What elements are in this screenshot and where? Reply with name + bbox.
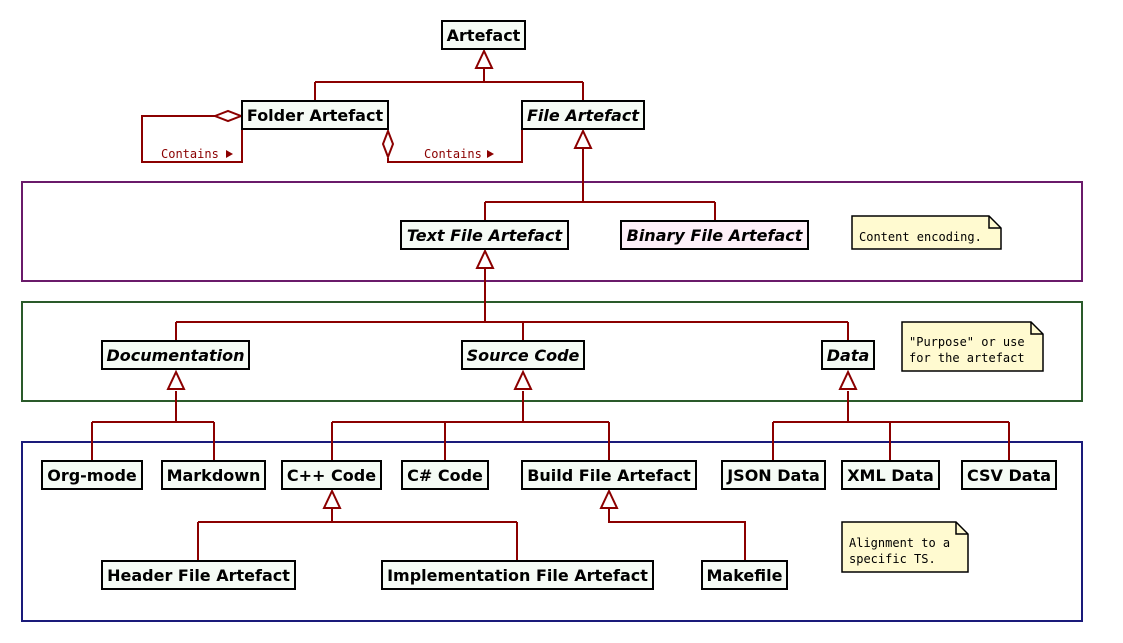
class-cpp-code[interactable]: C++ Code — [281, 460, 382, 490]
note-purpose-line-1: "Purpose" or use — [909, 335, 1025, 349]
class-makefile[interactable]: Makefile — [701, 560, 788, 590]
class-csharp-code-label: C# Code — [407, 466, 483, 485]
class-csharp-code[interactable]: C# Code — [401, 460, 489, 490]
package-specific — [21, 441, 1083, 622]
note-alignment-line-1: Alignment to a — [849, 536, 950, 550]
class-artefact[interactable]: Artefact — [441, 20, 526, 50]
relationship-lines — [91, 68, 1010, 561]
class-build-file-artefact[interactable]: Build File Artefact — [521, 460, 697, 490]
contains-direction-icon-file — [487, 150, 494, 158]
class-file-artefact-label: File Artefact — [527, 106, 640, 125]
package-purpose — [21, 301, 1083, 402]
class-json-data-label: JSON Data — [726, 466, 820, 485]
class-binary-file-artefact[interactable]: Binary File Artefact — [620, 220, 809, 250]
note-content-encoding-text: Content encoding. — [859, 230, 982, 244]
arrowhead-source-code — [513, 369, 533, 390]
class-folder-artefact-label: Folder Artefact — [247, 106, 384, 125]
class-org-mode[interactable]: Org-mode — [41, 460, 143, 490]
class-file-artefact[interactable]: File Artefact — [521, 100, 645, 130]
class-binary-file-artefact-label: Binary File Artefact — [627, 226, 804, 245]
note-content-encoding[interactable]: Content encoding. — [851, 215, 1002, 250]
class-documentation[interactable]: Documentation — [101, 340, 250, 370]
note-purpose-line-2: for the artefact — [909, 351, 1025, 365]
class-makefile-label: Makefile — [707, 566, 783, 585]
generalization-arrowheads — [166, 48, 858, 509]
arrowhead-file-artefact — [573, 128, 593, 149]
arrowhead-data — [838, 369, 858, 390]
arrowhead-cpp-code — [322, 488, 342, 509]
class-header-file-artefact[interactable]: Header File Artefact — [101, 560, 296, 590]
class-documentation-label: Documentation — [106, 346, 244, 365]
class-markdown[interactable]: Markdown — [161, 460, 266, 490]
class-text-file-artefact-label: Text File Artefact — [407, 226, 564, 245]
class-text-file-artefact[interactable]: Text File Artefact — [400, 220, 569, 250]
class-implementation-file-artefact[interactable]: Implementation File Artefact — [381, 560, 654, 590]
contains-direction-icon-self — [226, 150, 233, 158]
class-artefact-label: Artefact — [447, 26, 521, 45]
arrowhead-artefact — [474, 48, 494, 69]
arrowhead-text-file-artefact — [475, 248, 495, 269]
class-source-code-label: Source Code — [467, 346, 580, 365]
class-implementation-file-artefact-label: Implementation File Artefact — [387, 566, 648, 585]
class-markdown-label: Markdown — [167, 466, 261, 485]
class-folder-artefact[interactable]: Folder Artefact — [241, 100, 389, 130]
note-alignment-line-2: specific TS. — [849, 552, 936, 566]
note-alignment[interactable]: Alignment to a specific TS. — [841, 521, 969, 573]
contains-label-self: Contains — [161, 147, 219, 161]
note-purpose[interactable]: "Purpose" or use for the artefact — [901, 321, 1044, 372]
class-data-label: Data — [827, 346, 870, 365]
class-json-data[interactable]: JSON Data — [721, 460, 826, 490]
arrowhead-documentation — [166, 369, 186, 390]
aggregation-diamond-file — [381, 128, 395, 160]
class-csv-data-label: CSV Data — [967, 466, 1051, 485]
contains-label-file: Contains — [424, 147, 482, 161]
class-xml-data[interactable]: XML Data — [841, 460, 940, 490]
class-source-code[interactable]: Source Code — [461, 340, 585, 370]
class-build-file-artefact-label: Build File Artefact — [527, 466, 691, 485]
class-header-file-artefact-label: Header File Artefact — [107, 566, 290, 585]
class-csv-data[interactable]: CSV Data — [961, 460, 1057, 490]
aggregation-diamond-self — [212, 109, 244, 123]
class-org-mode-label: Org-mode — [47, 466, 137, 485]
class-cpp-code-label: C++ Code — [287, 466, 376, 485]
package-content-encoding — [21, 181, 1083, 282]
class-xml-data-label: XML Data — [847, 466, 934, 485]
arrowhead-build-file-artefact — [599, 488, 619, 509]
class-data[interactable]: Data — [821, 340, 875, 370]
